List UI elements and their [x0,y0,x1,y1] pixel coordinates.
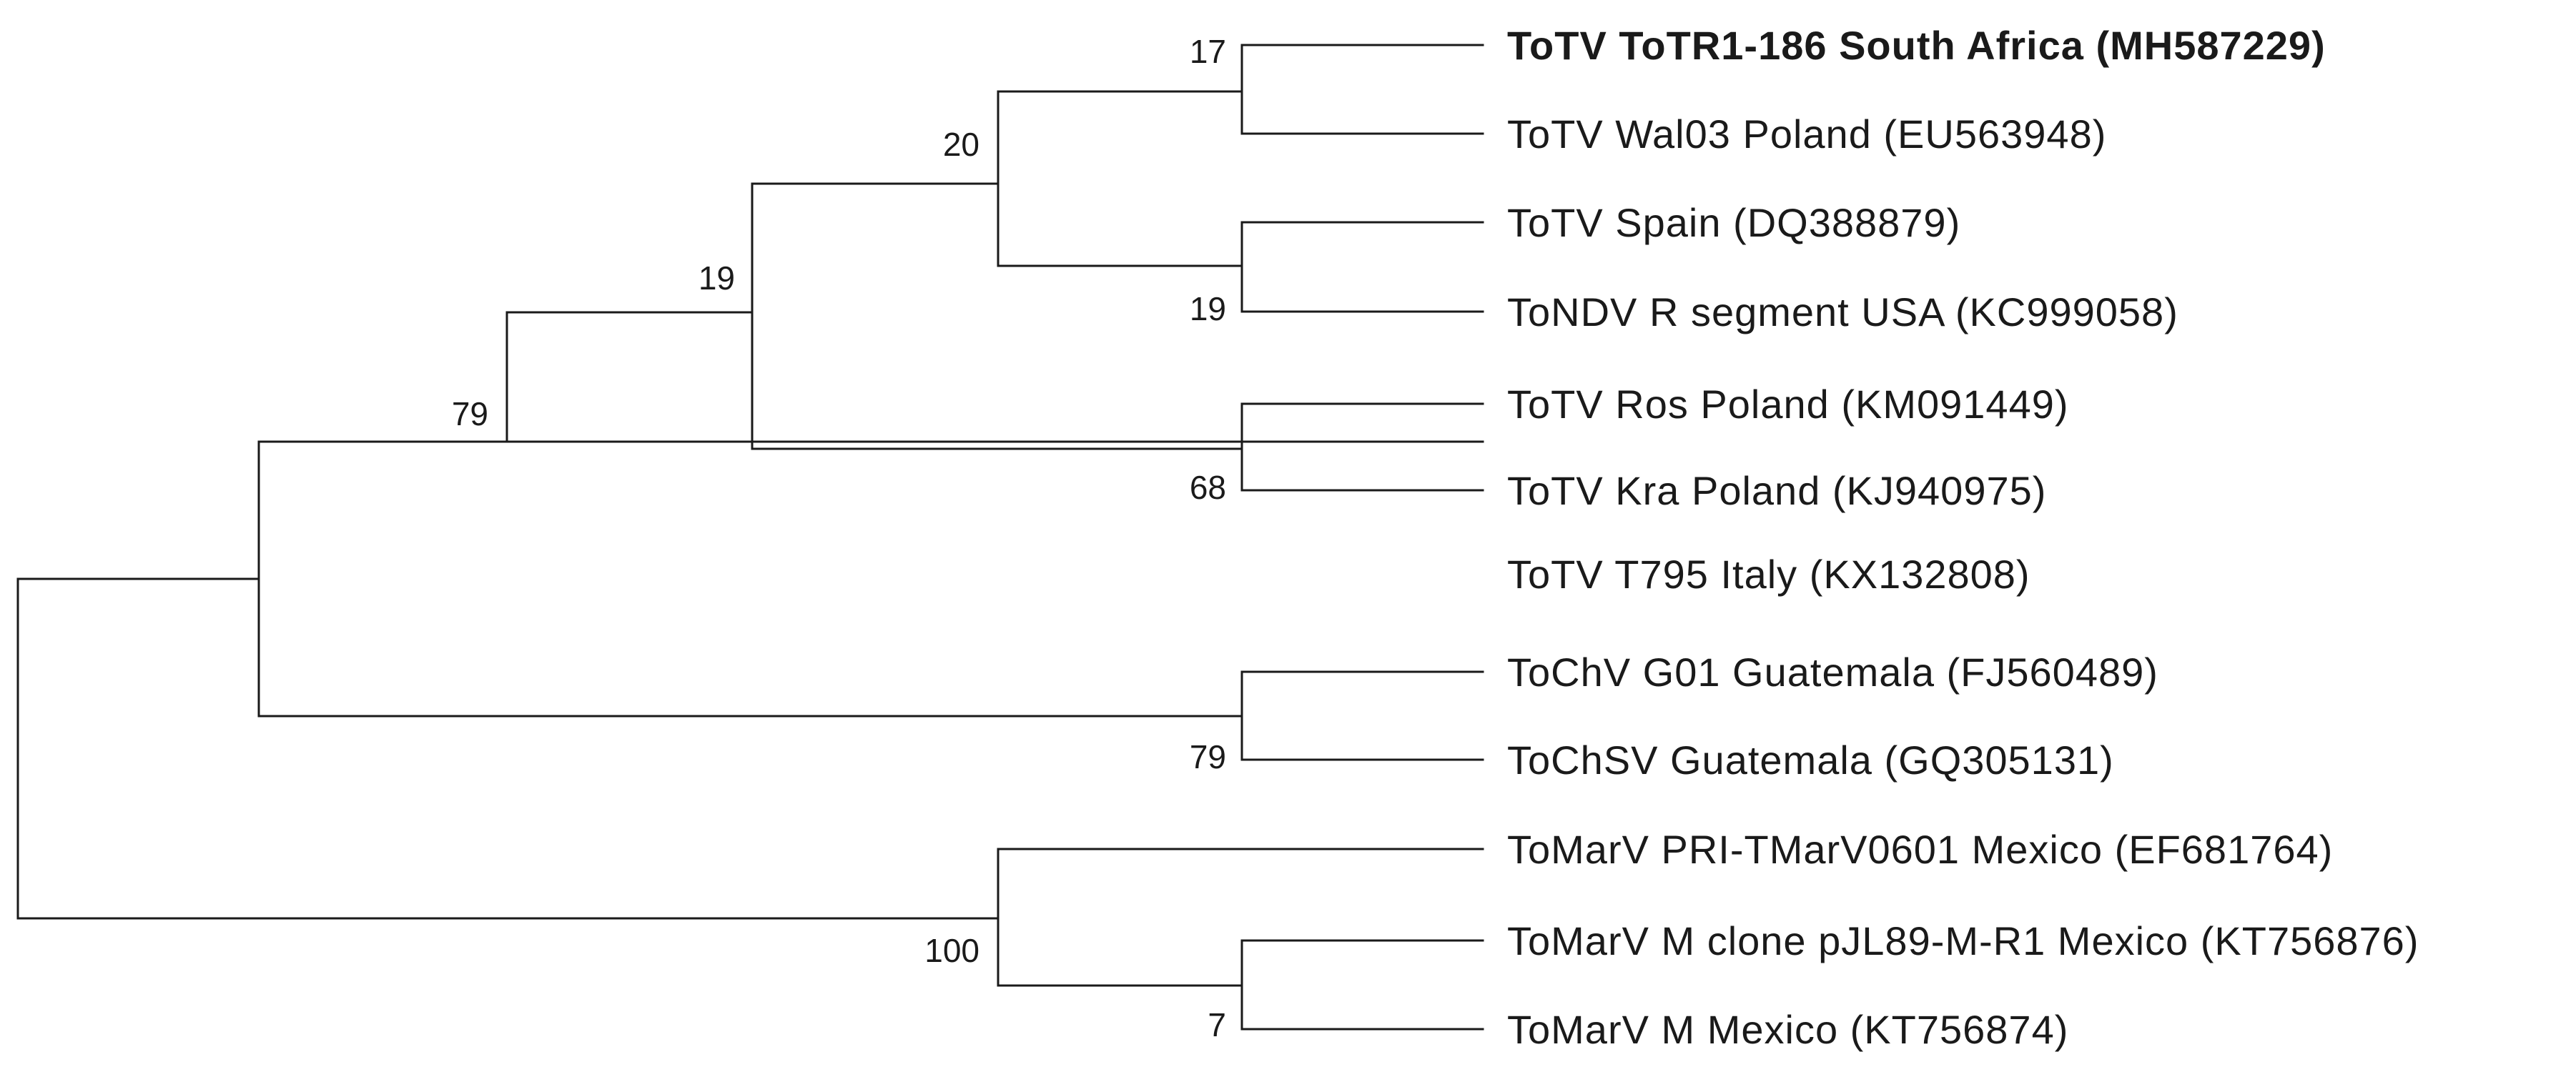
branch-node-17 [1240,44,1484,135]
support-value: 7 [1208,1006,1226,1043]
support-value: 100 [924,932,979,969]
branch-node-7 [1240,939,1484,1031]
taxon-label: ToTV ToTR1-186 South Africa (MH587229) [1507,23,2326,68]
support-value: 19 [699,259,735,297]
support-value: 20 [943,126,979,163]
support-value: 79 [1190,738,1226,775]
taxon-label: ToMarV PRI-TMarV0601 Mexico (EF681764) [1507,827,2333,872]
taxon-label: ToMarV M Mexico (KT756874) [1507,1007,2068,1052]
branch-node-20 [997,90,1243,267]
support-value: 68 [1190,469,1226,506]
taxon-label: ToMarV M clone pJL89-M-R1 Mexico (KT7568… [1507,918,2419,963]
taxon-label: ToTV T795 Italy (KX132808) [1507,552,2030,597]
branch-node-toch [1240,670,1484,761]
taxon-label: ToChV G01 Guatemala (FJ560489) [1507,650,2158,695]
branch-node-19 [751,182,1243,450]
branch-node-68 [1240,402,1484,492]
branch-totv-chv-node [257,440,1243,718]
taxon-label: ToTV Kra Poland (KJ940975) [1507,468,2046,513]
branch-node-19-lower [1240,221,1484,313]
support-value: 17 [1190,33,1226,70]
branch-node-100 [997,848,1484,987]
taxon-label: ToChSV Guatemala (GQ305131) [1507,738,2114,783]
taxon-label: ToTV Ros Poland (KM091449) [1507,382,2069,427]
taxon-label: ToTV Spain (DQ388879) [1507,200,1960,245]
taxon-label: ToNDV R segment USA (KC999058) [1507,289,2178,334]
support-value: 19 [1190,290,1226,327]
taxon-label: ToTV Wal03 Poland (EU563948) [1507,111,2106,157]
branch-root [16,577,1000,920]
support-value: 79 [452,395,488,432]
branch-totv-node [505,311,1484,443]
